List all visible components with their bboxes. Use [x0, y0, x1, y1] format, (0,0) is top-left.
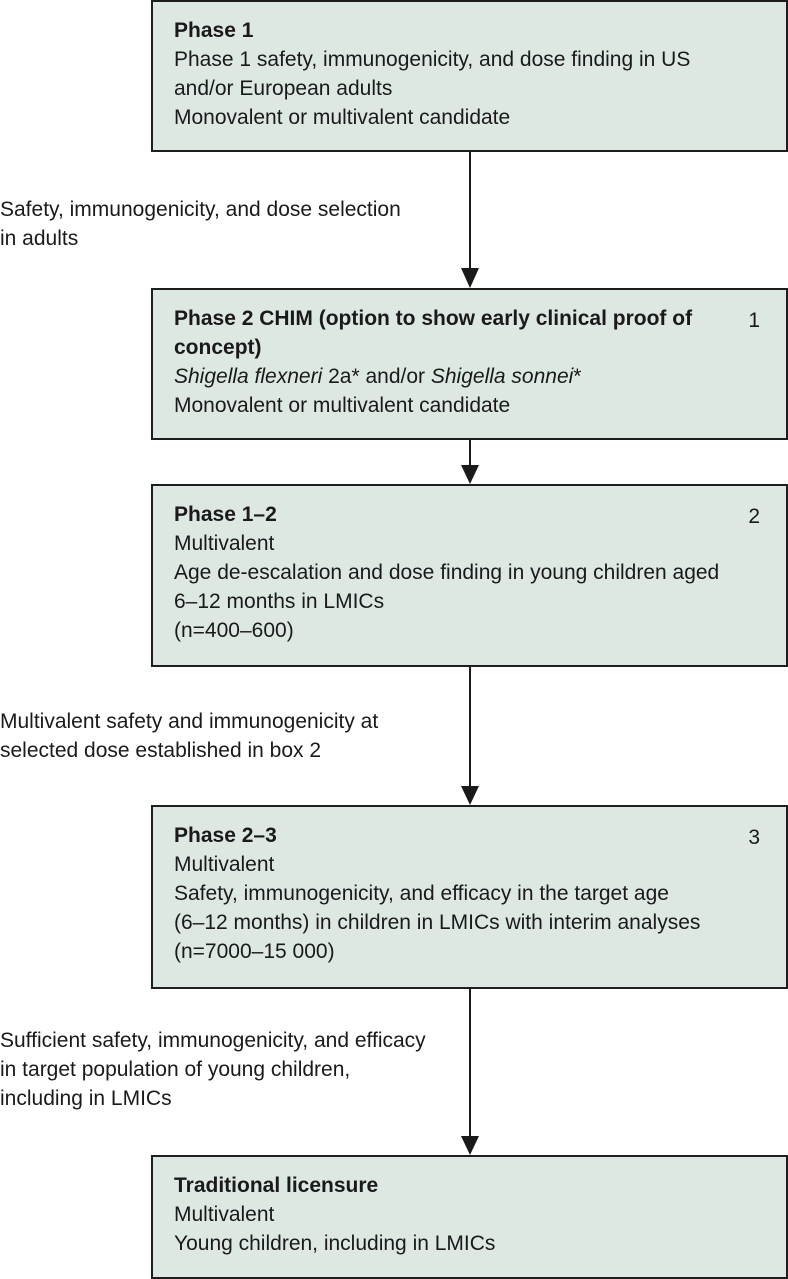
traditional-licensure-box: Traditional licensure Multivalent Young … [151, 1155, 788, 1279]
species-flexneri: Shigella flexneri [174, 365, 323, 388]
box-number-3: 3 [748, 826, 760, 849]
note-3-line-3: including in LMICs [0, 1087, 172, 1110]
phase-1-2-line-2: Age de-escalation and dose finding in yo… [174, 561, 720, 584]
note-3-line-1: Sufficient safety, immunogenicity, and e… [0, 1029, 426, 1052]
note-2-line-2: selected dose established in box 2 [0, 739, 322, 762]
phase-2-chim-line-4: Monovalent or multivalent candidate [174, 394, 511, 417]
transition-note-2: Multivalent safety and immunogenicity at… [0, 707, 378, 765]
phase-2-3-line-4: (n=7000–15 000) [174, 940, 335, 963]
transition-note-1: Safety, immunogenicity, and dose selecti… [0, 195, 401, 253]
phase-1-box: Phase 1 Phase 1 safety, immunogenicity, … [151, 0, 788, 152]
phase-2-chim-box: 1 Phase 2 CHIM (option to show early cli… [151, 288, 788, 440]
arrow-phase-2-3-to-licensure [461, 989, 479, 1155]
species-line: Shigella flexneri 2a* and/or Shigella so… [174, 362, 766, 391]
arrow-phase-1-2-to-2-3 [461, 667, 479, 805]
phase-1-2-line-3: 6–12 months in LMICs [174, 590, 385, 613]
phase-1-2-line-1: Multivalent [174, 532, 275, 555]
note-1-line-1: Safety, immunogenicity, and dose selecti… [0, 198, 401, 221]
arrow-chim-to-phase-1-2 [461, 440, 479, 484]
note-1-line-2: in adults [0, 227, 79, 250]
phase-1-2-box: 2 Phase 1–2 Multivalent Age de-escalatio… [151, 484, 788, 667]
phase-2-3-line-3: (6–12 months) in children in LMICs with … [174, 911, 701, 934]
box-number-2: 2 [748, 505, 760, 528]
box-number-1: 1 [748, 309, 760, 332]
species-sonnei: Shigella sonnei [430, 365, 574, 388]
phase-1-title: Phase 1 [174, 19, 254, 42]
species-asterisk: * [573, 365, 582, 388]
note-3-line-2: in target population of young children, [0, 1058, 351, 1081]
transition-note-3: Sufficient safety, immunogenicity, and e… [0, 1026, 426, 1113]
licensure-line-2: Young children, including in LMICs [174, 1232, 496, 1255]
licensure-title: Traditional licensure [174, 1174, 379, 1197]
species-connector: 2a* and/or [322, 365, 431, 388]
phase-1-line-1: Phase 1 safety, immunogenicity, and dose… [174, 48, 691, 71]
phase-2-3-box: 3 Phase 2–3 Multivalent Safety, immunoge… [151, 805, 788, 989]
arrow-phase1-to-chim [461, 152, 479, 288]
licensure-line-1: Multivalent [174, 1203, 275, 1226]
phase-2-3-line-1: Multivalent [174, 853, 275, 876]
phase-2-3-line-2: Safety, immunogenicity, and efficacy in … [174, 882, 669, 905]
phase-2-chim-title-line-2: concept) [174, 336, 262, 359]
phase-1-2-line-4: (n=400–600) [174, 619, 294, 642]
phase-2-3-title: Phase 2–3 [174, 824, 277, 847]
phase-1-line-3: Monovalent or multivalent candidate [174, 106, 511, 129]
phase-1-line-2: and/or European adults [174, 77, 393, 100]
phase-1-2-title: Phase 1–2 [174, 503, 277, 526]
note-2-line-1: Multivalent safety and immunogenicity at [0, 710, 379, 733]
phase-2-chim-title-line-1: Phase 2 CHIM (option to show early clini… [174, 307, 693, 330]
